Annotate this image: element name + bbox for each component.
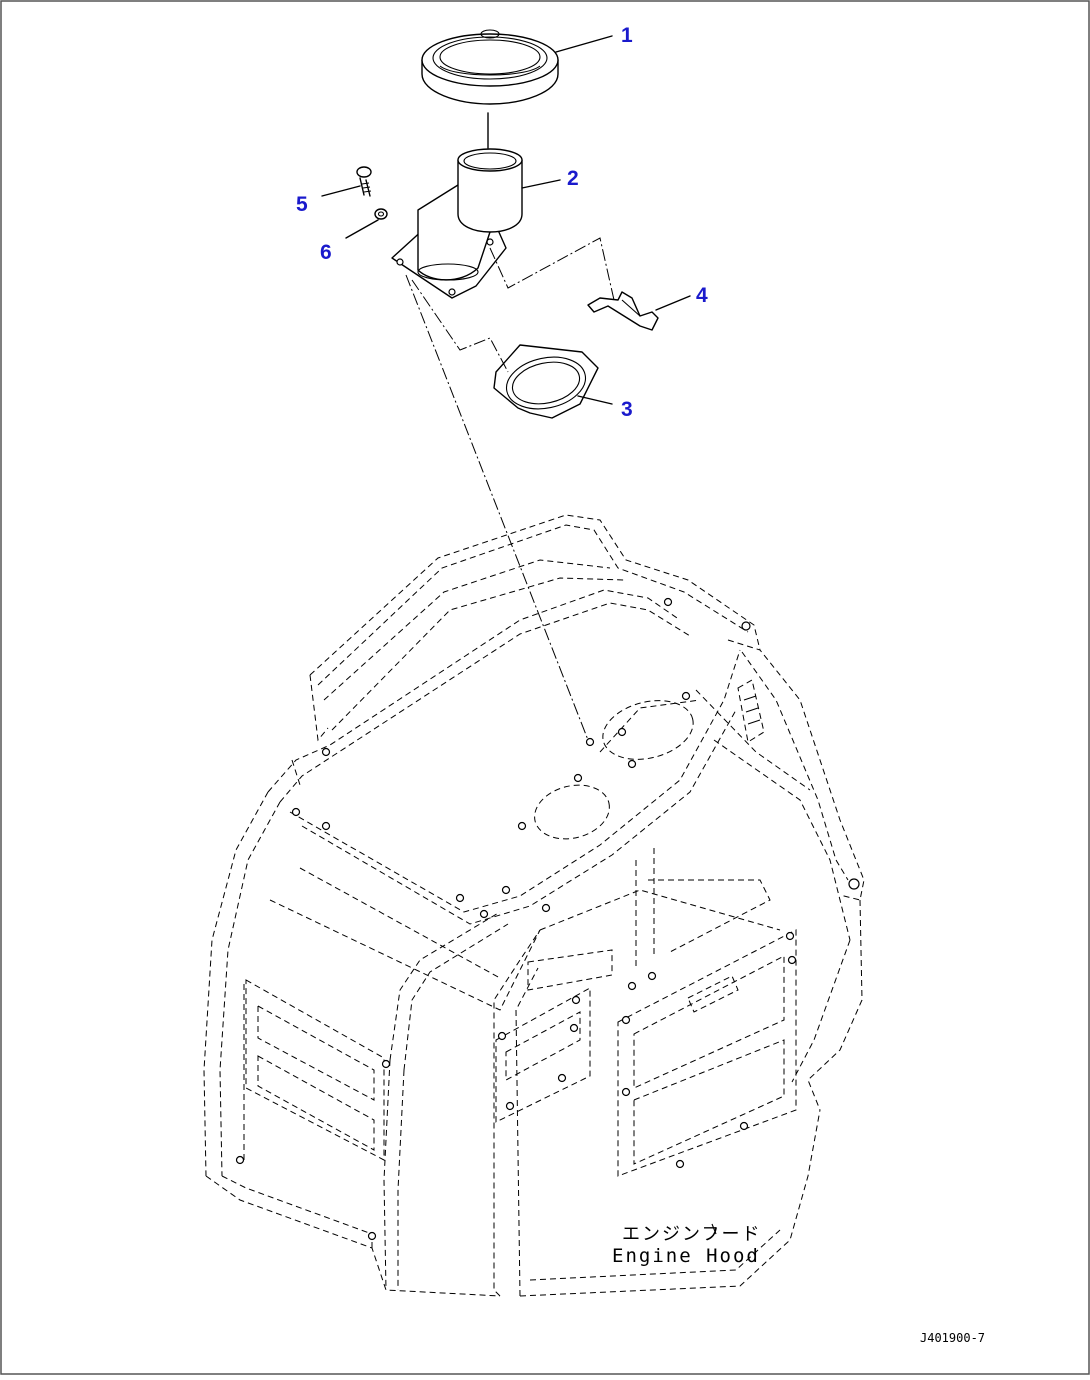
callout-6: 6 bbox=[320, 241, 332, 264]
drawing-code: J401900-7 bbox=[920, 1331, 985, 1345]
part-bolt bbox=[356, 166, 372, 197]
part-bracket bbox=[587, 291, 659, 331]
callout-3: 3 bbox=[621, 398, 633, 421]
callout-2: 2 bbox=[567, 167, 579, 190]
part-elbow-pipe bbox=[391, 148, 523, 299]
callout-1: 1 bbox=[621, 24, 633, 47]
callout-5: 5 bbox=[296, 193, 308, 216]
part-washer bbox=[374, 208, 388, 220]
callout-leaders bbox=[321, 35, 691, 405]
callout-4: 4 bbox=[696, 284, 708, 307]
part-cap bbox=[421, 29, 559, 105]
caption-english: Engine Hood bbox=[612, 1245, 760, 1267]
caption-mark bbox=[711, 1223, 717, 1235]
engine-hood bbox=[203, 514, 865, 1297]
part-gasket bbox=[493, 344, 599, 419]
reference-lines bbox=[405, 237, 615, 746]
caption-japanese: エンジンフード bbox=[622, 1224, 761, 1245]
